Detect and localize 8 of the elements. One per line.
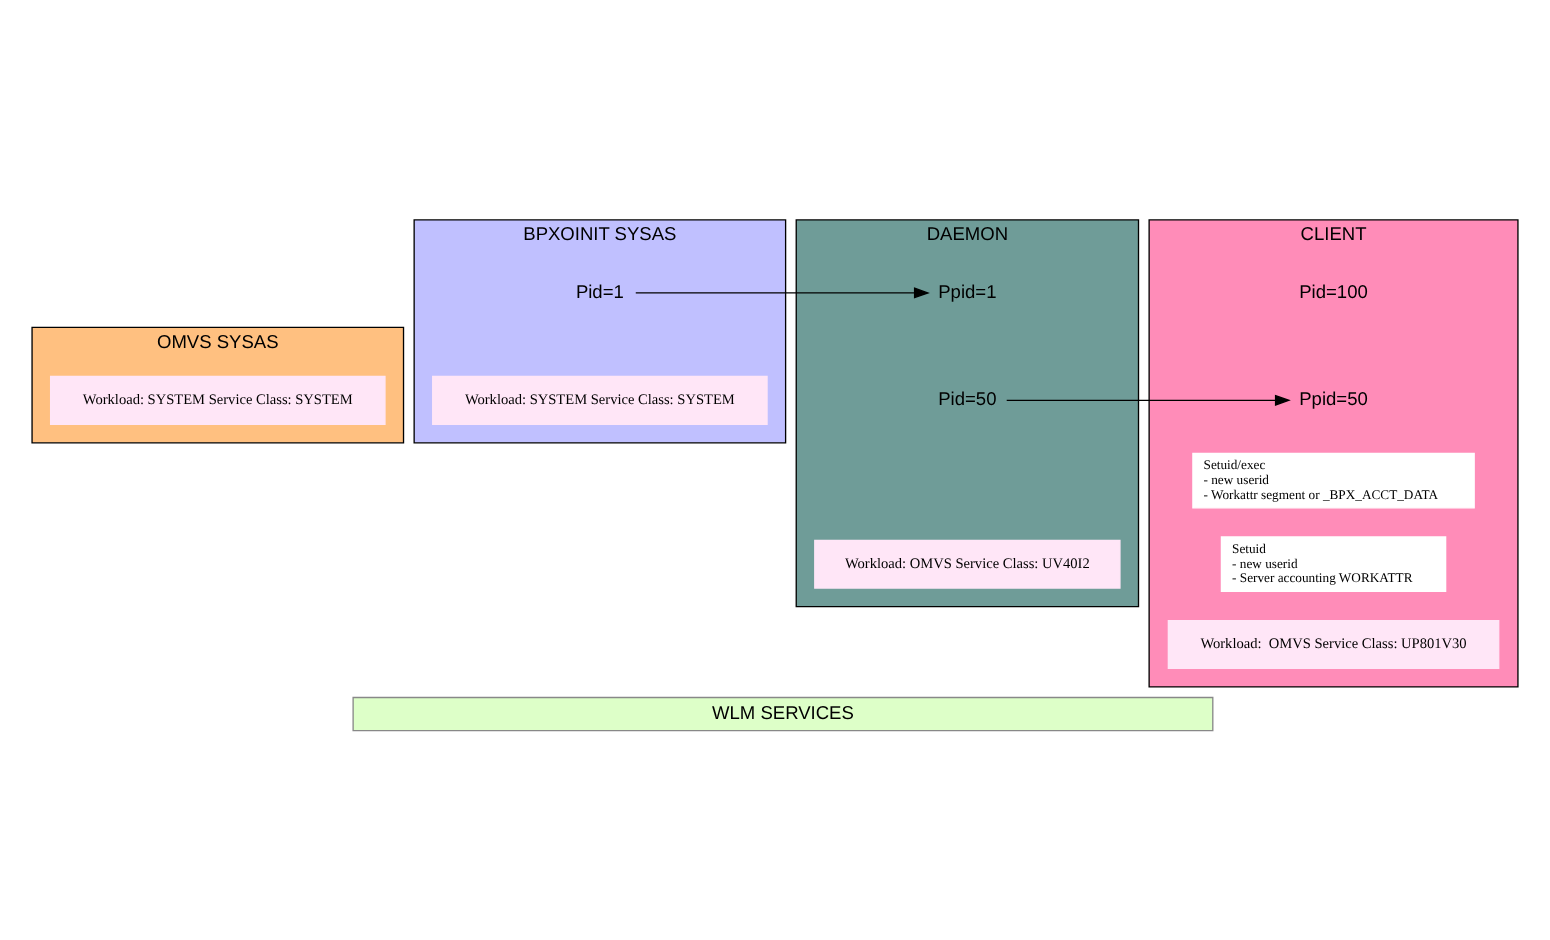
node-text: Pid=100 (1299, 281, 1368, 302)
node-text: Ppid=1 (938, 281, 997, 302)
arrow (1006, 394, 1291, 406)
node-text: Pid=50 (938, 389, 997, 410)
node-box: WLM SERVICES (352, 696, 1214, 732)
arrow (635, 287, 930, 299)
node-text: Pid=1 (575, 281, 624, 302)
node-text: Ppid=50 (1299, 389, 1368, 410)
